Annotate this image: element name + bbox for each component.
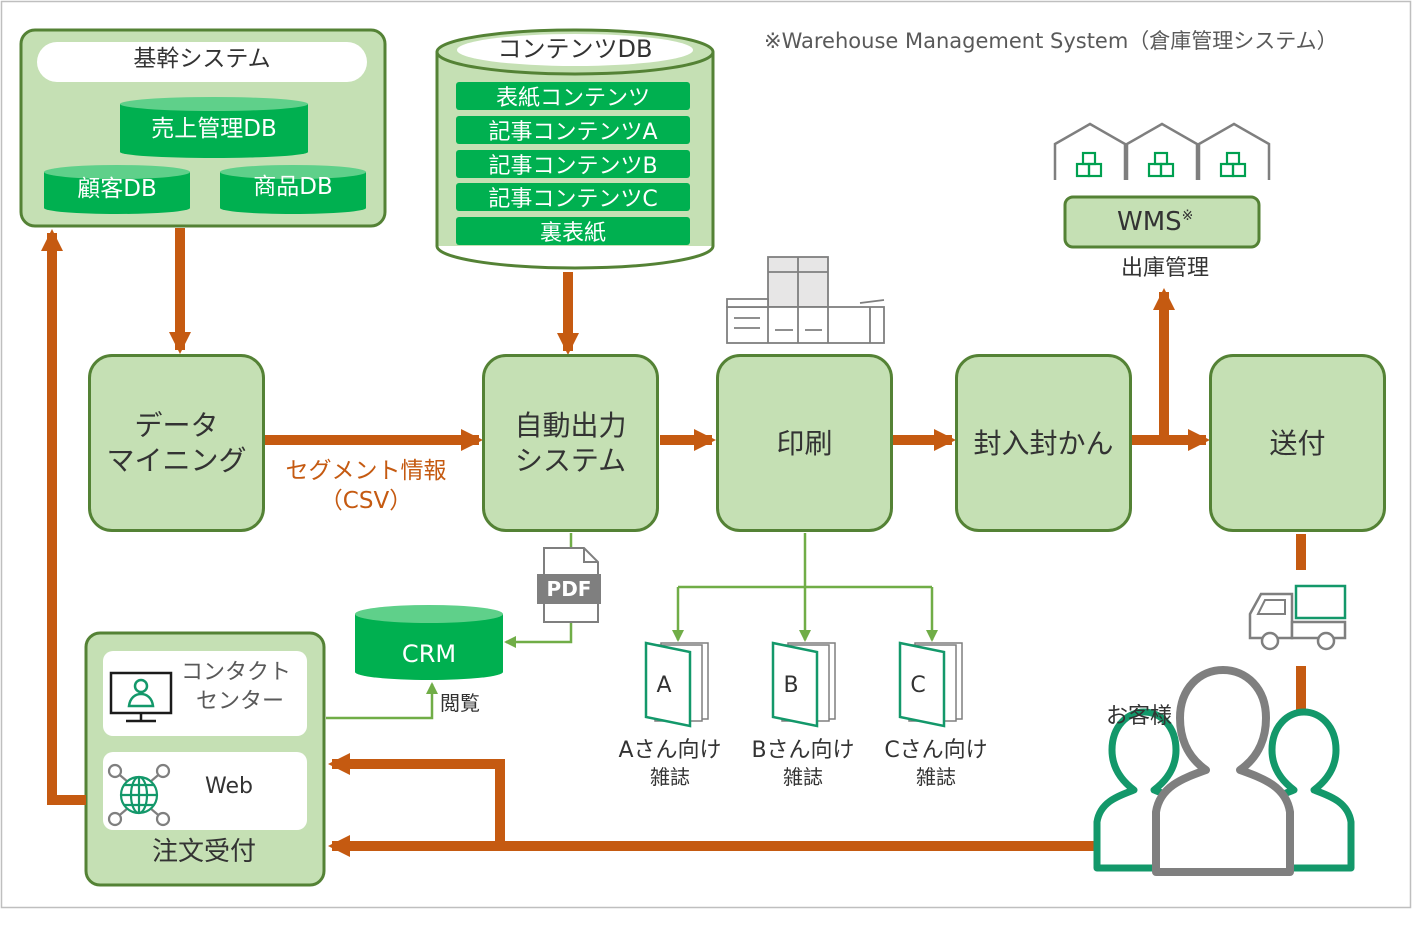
printing-box: 印刷 — [716, 354, 893, 532]
magazine-b-label-line1: Bさん向け — [751, 738, 855, 763]
arrow-customer-to-web — [328, 753, 505, 846]
auto-output-line2: システム — [514, 444, 627, 477]
magazine-a-label-line1: Aさん向け — [618, 738, 722, 763]
wms-box — [1063, 195, 1261, 249]
magazine-b-letter: B — [783, 673, 799, 698]
wms-mark: ※ — [1181, 208, 1194, 224]
crm-view-label: 閲覧 — [440, 691, 480, 715]
printer-icon — [726, 256, 885, 344]
pdf-file-icon — [537, 547, 601, 623]
content-item-back-cover: 裏表紙 — [456, 217, 690, 246]
sales-db-label: 売上管理DB — [151, 116, 277, 142]
core-system-title: 基幹システム — [133, 46, 271, 72]
content-item-article-b-label: 記事コンテンツB — [488, 154, 658, 179]
magazine-b-label-line2: 雑誌 — [783, 765, 823, 789]
crm-cylinder — [355, 605, 503, 680]
sales-db-cylinder — [120, 97, 308, 158]
enclosing-box: 封入封かん — [955, 354, 1132, 532]
web-label: Web — [205, 774, 253, 799]
contact-to-crm-line — [326, 682, 438, 720]
order-title: 注文受付 — [151, 837, 257, 867]
truck-icon — [1248, 584, 1347, 651]
shipping-box: 送付 — [1209, 354, 1386, 532]
segment-info-label: セグメント情報 — [285, 458, 447, 484]
shipping-label: 送付 — [1269, 426, 1326, 460]
magazine-c-letter: C — [910, 673, 926, 698]
content-item-cover: 表紙コンテンツ — [456, 82, 690, 111]
magazine-icon — [644, 641, 963, 728]
monitor-person-icon — [109, 671, 173, 723]
crm-label: CRM — [401, 640, 457, 668]
printing-label: 印刷 — [776, 426, 833, 460]
arrow-order-to-core — [41, 229, 86, 805]
flow-arrows — [41, 228, 1312, 857]
content-item-article-a: 記事コンテンツA — [456, 116, 690, 145]
auto-output-line1: 自動出力 — [514, 409, 627, 442]
wms-footnote: ※Warehouse Management System（倉庫管理システム） — [764, 29, 1338, 53]
data-mining-line1: データ — [134, 409, 219, 442]
content-item-cover-label: 表紙コンテンツ — [495, 86, 650, 111]
data-mining-box: データマイニング — [88, 354, 265, 532]
segment-csv-label: （CSV） — [319, 488, 413, 514]
warehouse-icon — [1053, 122, 1271, 180]
wms-label: WMS※ — [1117, 207, 1194, 238]
customer-label: お客様 — [1106, 704, 1173, 729]
magazine-c-label-line1: Cさん向け — [884, 738, 988, 763]
data-mining-line2: マイニング — [106, 444, 247, 477]
thin-connectors — [326, 533, 938, 720]
customer-db-cylinder — [44, 165, 190, 214]
enclosing-label: 封入封かん — [973, 426, 1114, 460]
wms-caption: 出庫管理 — [1120, 256, 1210, 281]
magazine-c-label-line2: 雑誌 — [916, 765, 956, 789]
content-item-back-cover-label: 裏表紙 — [539, 221, 606, 246]
content-item-article-b: 記事コンテンツB — [456, 150, 690, 179]
pdf-label: PDF — [546, 577, 592, 601]
contact-center-line1: コンタクト — [180, 660, 292, 685]
content-item-article-a-label: 記事コンテンツA — [488, 120, 658, 145]
customer-group-icon — [1093, 666, 1355, 876]
magazine-a-letter: A — [656, 673, 672, 698]
product-db-cylinder — [220, 165, 366, 214]
content-item-article-c-label: 記事コンテンツC — [488, 187, 658, 212]
pdf-to-crm-line — [504, 622, 573, 648]
content-db-title: コンテンツDB — [497, 35, 653, 63]
globe-network-icon — [107, 763, 171, 827]
core-system-title-bar — [37, 42, 367, 82]
content-item-article-c: 記事コンテンツC — [456, 183, 690, 212]
auto-output-box: 自動出力システム — [482, 354, 659, 532]
contact-center-line2: センター — [195, 689, 285, 714]
customer-db-label: 顧客DB — [77, 176, 157, 202]
product-db-label: 商品DB — [253, 174, 333, 200]
magazine-a-label-line2: 雑誌 — [650, 765, 690, 789]
wms-name: WMS — [1117, 207, 1182, 237]
